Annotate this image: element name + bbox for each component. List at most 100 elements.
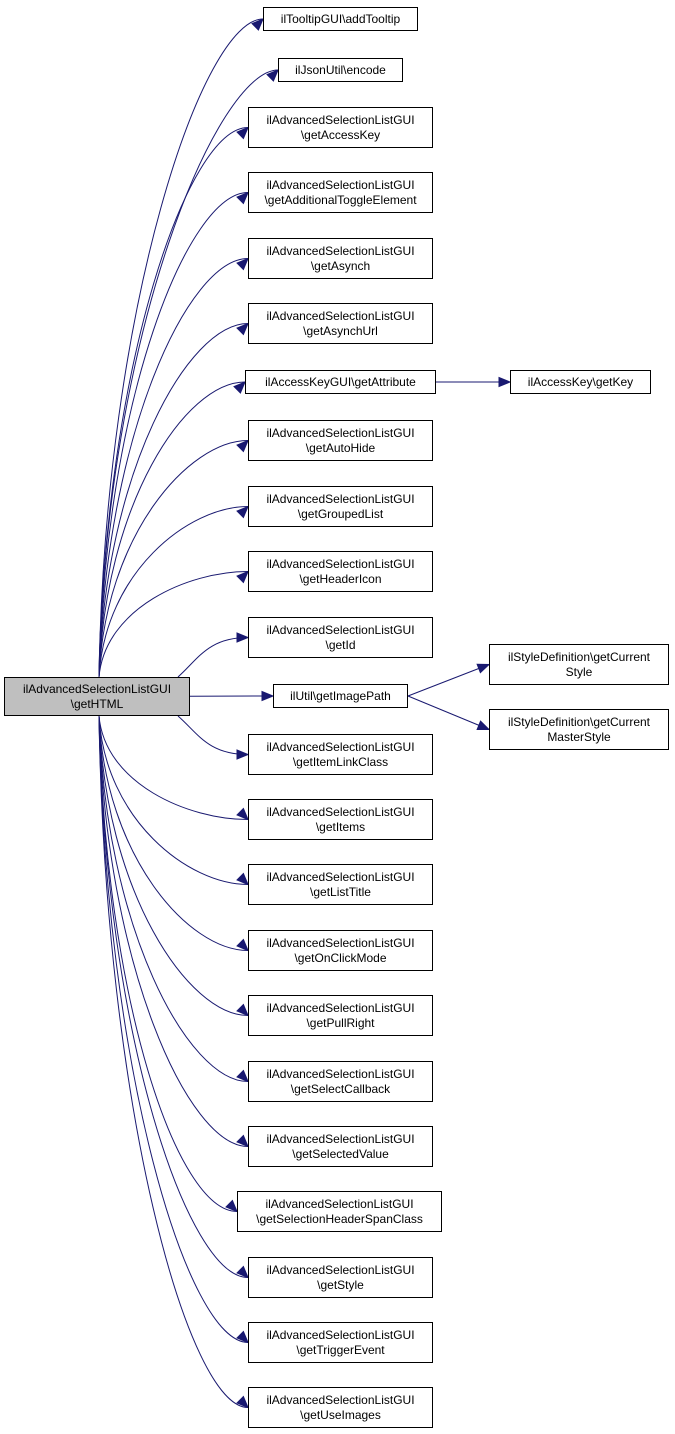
node-label-line: \getSelectionHeaderSpanClass: [256, 1211, 423, 1226]
node-getitems[interactable]: ilAdvancedSelectionListGUI \getItems: [248, 799, 433, 840]
node-label-line: ilAdvancedSelectionListGUI: [266, 739, 415, 754]
call-edge: [177, 637, 249, 678]
node-label-line: ilAdvancedSelectionListGUI: [266, 308, 415, 323]
edge-arrowhead: [236, 1330, 249, 1344]
node-getitemlinkclass[interactable]: ilAdvancedSelectionListGUI \getItemLinkC…: [248, 734, 433, 775]
node-getcurrentmasterstyle[interactable]: ilStyleDefinition\getCurrent MasterStyle: [489, 709, 669, 750]
node-label-line: ilJsonUtil\encode: [295, 62, 386, 77]
edge-arrowhead: [251, 18, 264, 31]
call-edge: [98, 18, 264, 678]
node-label-line: ilAdvancedSelectionListGUI: [266, 1327, 415, 1342]
node-getgroupedlist[interactable]: ilAdvancedSelectionListGUI \getGroupedLi…: [248, 486, 433, 527]
node-label-line: \getHeaderIcon: [299, 571, 382, 586]
node-label-line: \getAsynch: [310, 258, 371, 273]
node-label-line: \getSelectedValue: [292, 1146, 389, 1161]
node-getadditionaltoggleelement[interactable]: ilAdvancedSelectionListGUI \getAdditiona…: [248, 172, 433, 213]
node-label-line: ilUtil\getImagePath: [290, 688, 391, 703]
node-getasynchurl[interactable]: ilAdvancedSelectionListGUI \getAsynchUrl: [248, 303, 433, 344]
node-addtooltip[interactable]: ilTooltipGUI\addTooltip: [263, 7, 418, 31]
call-edge: [98, 715, 249, 1147]
edge-arrowhead: [236, 505, 249, 519]
call-edge: [98, 258, 249, 678]
edge-arrowhead: [233, 381, 246, 394]
node-label-line: ilAdvancedSelectionListGUI: [266, 425, 415, 440]
node-getonclickmode[interactable]: ilAdvancedSelectionListGUI \getOnClickMo…: [248, 930, 433, 971]
node-label-line: ilAdvancedSelectionListGUI: [266, 869, 415, 884]
node-label-line: \getAdditionalToggleElement: [264, 192, 417, 207]
edge-arrowhead: [236, 749, 250, 760]
node-label-line: ilAdvancedSelectionListGUI: [266, 177, 415, 192]
call-edge: [98, 715, 249, 1408]
edge-arrowhead: [225, 1199, 238, 1213]
edge-arrowhead: [236, 807, 249, 821]
call-edge: [98, 192, 249, 678]
node-label-line: \getTriggerEvent: [296, 1342, 385, 1357]
node-label-line: \getAccessKey: [300, 127, 381, 142]
node-label-line: ilTooltipGUI\addTooltip: [280, 11, 401, 26]
edge-arrowhead: [261, 690, 275, 702]
node-label-line: \getItemLinkClass: [292, 754, 389, 769]
node-getattribute[interactable]: ilAccessKeyGUI\getAttribute: [245, 370, 436, 394]
node-getimagepath[interactable]: ilUtil\getImagePath: [273, 684, 408, 708]
node-getstyle[interactable]: ilAdvancedSelectionListGUI \getStyle: [248, 1257, 433, 1298]
node-getselectionheaderspanclass[interactable]: ilAdvancedSelectionListGUI \getSelection…: [237, 1191, 442, 1232]
node-getuseimages[interactable]: ilAdvancedSelectionListGUI \getUseImages: [248, 1387, 433, 1428]
node-label-line: \getStyle: [317, 1277, 364, 1292]
node-getheadericon[interactable]: ilAdvancedSelectionListGUI \getHeaderIco…: [248, 551, 433, 592]
node-label-line: \getPullRight: [306, 1015, 375, 1030]
node-getselectcallback[interactable]: ilAdvancedSelectionListGUI \getSelectCal…: [248, 1061, 433, 1102]
node-label-line: ilAccessKeyGUI\getAttribute: [265, 374, 416, 389]
node-label-line: ilAdvancedSelectionListGUI: [266, 1000, 415, 1015]
call-edge: [407, 664, 490, 697]
node-label-line: ilAdvancedSelectionListGUI: [266, 1066, 415, 1081]
node-getselectedvalue[interactable]: ilAdvancedSelectionListGUI \getSelectedV…: [248, 1126, 433, 1167]
node-getasynch[interactable]: ilAdvancedSelectionListGUI \getAsynch: [248, 238, 433, 279]
node-label-line: ilAdvancedSelectionListGUI: [266, 804, 415, 819]
edge-arrowhead: [236, 632, 250, 643]
node-label-line: \getAsynchUrl: [303, 323, 378, 338]
call-edge: [177, 715, 249, 755]
edge-arrowhead: [236, 257, 249, 271]
edge-arrowhead: [498, 376, 512, 388]
node-label-line: \getSelectCallback: [290, 1081, 391, 1096]
call-edge: [98, 715, 249, 1278]
node-label-line: MasterStyle: [547, 729, 611, 744]
node-label-line: ilStyleDefinition\getCurrent: [507, 714, 651, 729]
call-edge: [98, 506, 249, 678]
edge-arrowhead: [236, 1069, 249, 1083]
node-label-line: ilAccessKey\getKey: [527, 374, 634, 389]
edge-arrowhead: [236, 872, 249, 886]
edge-arrowhead: [236, 1003, 249, 1017]
node-label-line: \getAutoHide: [305, 440, 376, 455]
node-label-line: ilAdvancedSelectionListGUI: [266, 1262, 415, 1277]
node-getautohide[interactable]: ilAdvancedSelectionListGUI \getAutoHide: [248, 420, 433, 461]
node-label-line: ilAdvancedSelectionListGUI: [266, 556, 415, 571]
node-label-line: \getListTitle: [310, 884, 371, 899]
node-label-line: ilAdvancedSelectionListGUI: [266, 935, 415, 950]
node-label-line: Style: [565, 664, 593, 679]
node-getid[interactable]: ilAdvancedSelectionListGUI \getId: [248, 617, 433, 658]
node-getpullright[interactable]: ilAdvancedSelectionListGUI \getPullRight: [248, 995, 433, 1036]
node-getlisttitle[interactable]: ilAdvancedSelectionListGUI \getListTitle: [248, 864, 433, 905]
node-label-line: ilAdvancedSelectionListGUI: [266, 112, 415, 127]
node-label-line: ilAdvancedSelectionListGUI: [266, 622, 415, 637]
call-edge: [98, 715, 249, 885]
edge-arrowhead: [266, 69, 279, 82]
call-edge: [98, 381, 246, 678]
call-edge: [98, 715, 249, 1343]
node-getkey[interactable]: ilAccessKey\getKey: [510, 370, 651, 394]
edge-arrowhead: [236, 126, 249, 140]
call-edge: [98, 571, 249, 678]
call-edge: [98, 127, 249, 678]
node-json-encode[interactable]: ilJsonUtil\encode: [278, 58, 403, 82]
call-edge: [98, 715, 249, 951]
node-getcurrentstyle[interactable]: ilStyleDefinition\getCurrent Style: [489, 644, 669, 685]
node-label-line: ilAdvancedSelectionListGUI: [266, 243, 415, 258]
node-getaccesskey[interactable]: ilAdvancedSelectionListGUI \getAccessKey: [248, 107, 433, 148]
edge-arrowhead: [236, 1265, 249, 1279]
node-gettriggerevent[interactable]: ilAdvancedSelectionListGUI \getTriggerEv…: [248, 1322, 433, 1363]
call-edge: [98, 323, 249, 678]
edge-arrowhead: [236, 322, 249, 336]
node-label-line: ilAdvancedSelectionListGUI: [22, 681, 172, 696]
